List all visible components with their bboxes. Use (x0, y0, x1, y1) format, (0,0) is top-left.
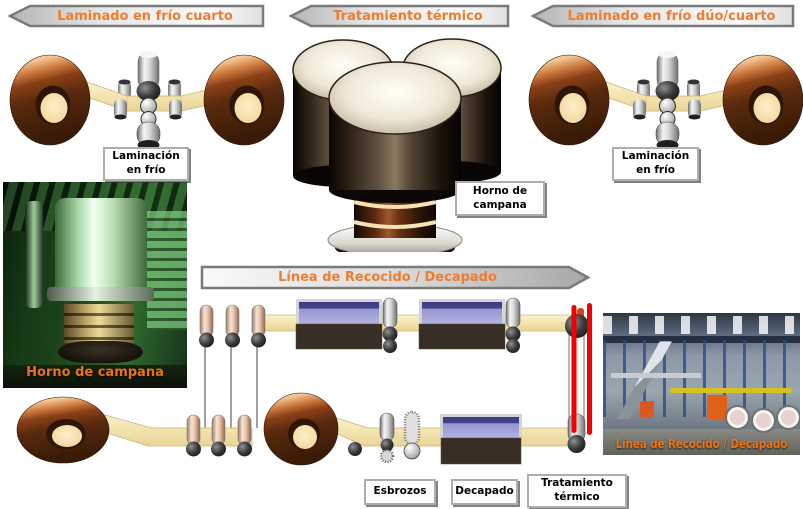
banner-label: Línea de Recocido / Decapado (278, 270, 497, 285)
label-line: Laminación (621, 150, 690, 163)
left-arrow-shape (8, 4, 265, 28)
looper-rolls-bottom (186, 414, 252, 457)
looper-rolls-top (199, 304, 266, 348)
label-line: Esbrozos (373, 485, 427, 498)
label-line: Laminación (112, 150, 180, 163)
photo-caption: Horno de campana (26, 364, 164, 380)
banner-tratamiento-termico: Tratamiento térmico (289, 4, 511, 28)
photo-orange-equipment (640, 401, 655, 419)
roll-set-top-mid (382, 297, 398, 353)
photo-caption: Línea de Recocido / Decapado (615, 436, 788, 451)
photo-roof-truss (603, 335, 800, 343)
strip-bottom-entry (87, 411, 253, 447)
tank-decapado (440, 414, 522, 465)
label-esbrozos: Esbrozos (364, 479, 436, 505)
bell-furnace-illustration (292, 38, 502, 252)
label-horno-campana: Horno de campana (455, 181, 545, 216)
banner-label: Tratamiento térmico (333, 8, 483, 24)
banner-label: Laminado en frío dúo/cuarto (567, 8, 776, 24)
cold-mill-left-illustration (9, 51, 285, 150)
label-decapado: Decapado (451, 479, 518, 505)
photo-furnace-shell (54, 198, 147, 292)
photo-yellow-pipe (669, 388, 793, 393)
photo-orange-equipment (707, 395, 728, 420)
right-arrow-shape (200, 265, 591, 290)
bell-front (328, 61, 462, 203)
photo-back-wall (146, 210, 187, 331)
coil-payoff-middle (263, 392, 339, 466)
side-roll-lower-right (688, 99, 701, 120)
banner-linea-recocido: Línea de Recocido / Decapado (200, 265, 591, 290)
photo-coil-stack (63, 303, 134, 343)
coil-left (9, 54, 91, 146)
banner-laminado-duo-cuarto: Laminado en frío dúo/cuarto (531, 4, 796, 28)
side-roll-upper-right (168, 79, 181, 100)
mill-stand (136, 51, 161, 150)
coil-right (203, 54, 285, 146)
brush-unit-2 (403, 410, 421, 460)
label-line: Tratamiento (541, 477, 613, 490)
label-line: Decapado (455, 485, 514, 498)
banner-label: Laminado en frío cuarto (57, 8, 233, 24)
brush-unit-1 (379, 412, 395, 464)
photo-furnace-base (58, 340, 143, 364)
label-laminacion-right: Laminación en frío (612, 147, 699, 181)
tank-top-2 (418, 299, 506, 350)
coil-left (528, 54, 610, 146)
mill-stand (655, 51, 680, 150)
label-laminacion-left: Laminación en frío (103, 147, 189, 181)
photo-coil (752, 409, 774, 431)
cold-mill-right-illustration (528, 51, 803, 150)
process-line-illustration (16, 297, 592, 466)
strip-looper-vertical (204, 340, 258, 428)
label-line: campana (473, 198, 527, 211)
coil-right (722, 54, 803, 146)
side-roll-upper-right (687, 79, 700, 100)
coil-payoff-left (16, 396, 110, 464)
photo-roof-lights (603, 315, 800, 335)
side-roll-lower-left (114, 99, 127, 120)
deflector-roll (348, 442, 362, 456)
photo-pipe (25, 200, 44, 308)
tank-top-1 (295, 299, 383, 350)
banner-laminado-cuarto: Laminado en frío cuarto (8, 4, 266, 28)
photo-coil (778, 406, 800, 428)
photo-floor (603, 429, 800, 455)
label-line: térmico (554, 491, 600, 503)
left-arrow-shape (531, 4, 795, 28)
photo-floor (3, 365, 187, 388)
label-tratamiento-termico: Tratamiento térmico (527, 474, 627, 508)
photo-pickling-line: Línea de Recocido / Decapado (603, 313, 800, 455)
photo-bell-furnace: Horno de campana (3, 182, 187, 388)
side-roll-lower-left (633, 99, 646, 120)
left-arrow-shape (289, 4, 510, 28)
photo-coil (727, 406, 749, 428)
side-roll-lower-right (169, 99, 182, 120)
photo-platform (610, 372, 702, 379)
label-line: en frío (636, 164, 675, 176)
vertical-furnace-red-lines (571, 303, 592, 435)
label-line: en frío (126, 164, 166, 176)
roll-set-top-right (505, 297, 521, 353)
photo-furnace-flange (47, 287, 154, 302)
label-line: Horno de (472, 184, 528, 197)
